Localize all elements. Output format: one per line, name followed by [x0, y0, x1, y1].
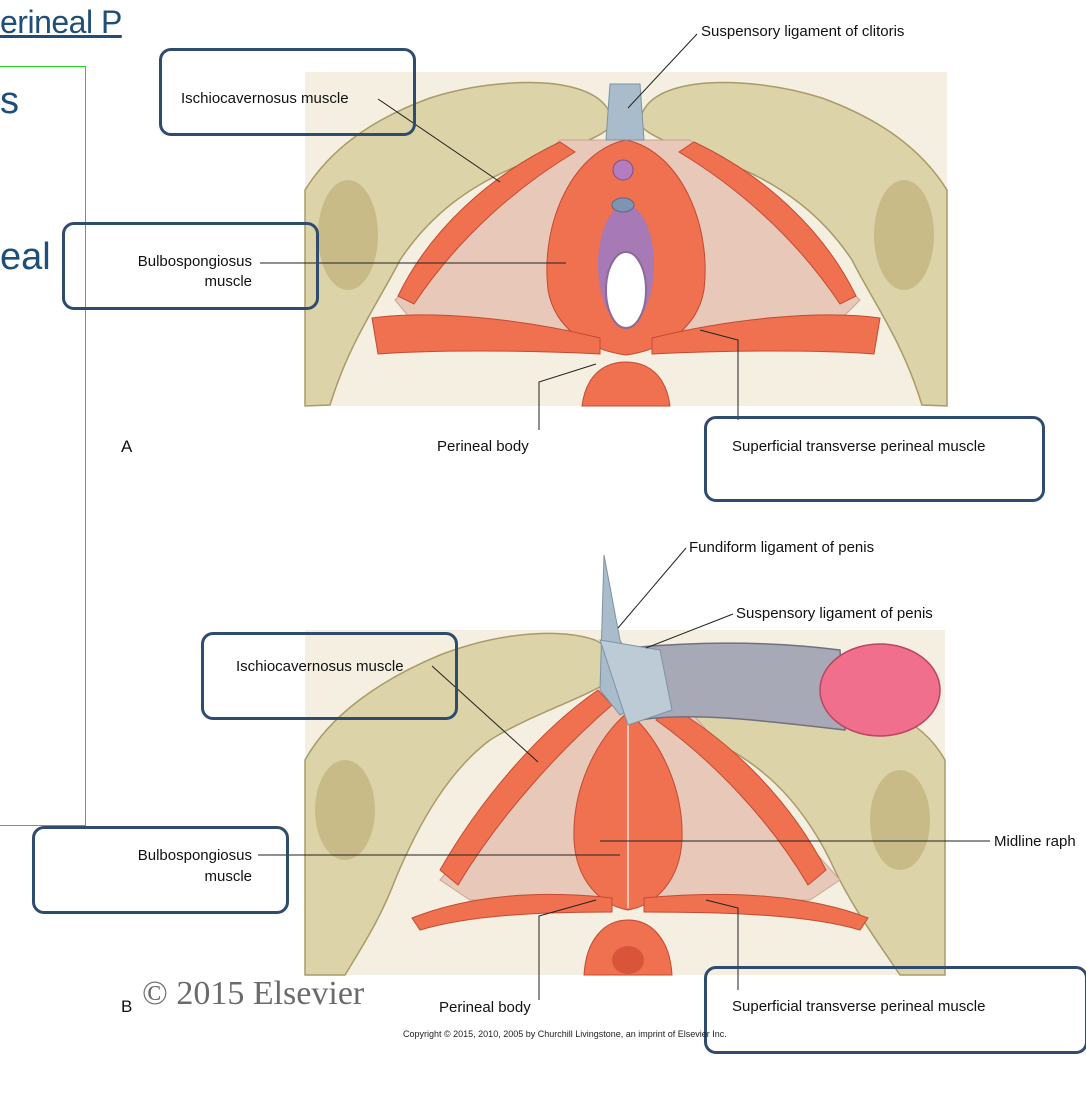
label-superficial-transverse-a: Superficial transverse perineal muscle: [732, 438, 986, 455]
figure-b-letter: B: [121, 997, 133, 1016]
label-suspensory-ligament-clitoris: Suspensory ligament of clitoris: [701, 23, 905, 40]
figure-b-right-foramen: [870, 770, 930, 870]
figure-b-left-superficial-transverse: [411, 893, 613, 931]
callout-superficial-transverse-a: [704, 416, 1045, 502]
figure-a-left-foramen: [318, 180, 378, 290]
figure-b-leader-lines: [258, 547, 990, 1000]
slide-text-fragment: eal: [0, 236, 51, 278]
callout-bulbospongiosus-a: [62, 222, 319, 310]
label-ischiocavernosus-a: Ischiocavernosus muscle: [181, 90, 349, 107]
label-ischiocavernosus-b: Ischiocavernosus muscle: [236, 658, 404, 675]
figure-a-left-pubic-bone: [304, 81, 613, 407]
slide-text-frame: [0, 66, 86, 826]
label-midline-raphe: Midline raph: [994, 833, 1076, 850]
callout-ischiocavernosus-a: [159, 48, 416, 136]
figure-b-anal-orifice: [612, 946, 644, 974]
figure-b-right-ischiocavernosus: [655, 704, 827, 886]
label-perineal-body-a: Perineal body: [437, 438, 529, 455]
figure-a-suspensory-ligament: [605, 83, 645, 141]
figure-a-right-foramen: [874, 180, 934, 290]
figure-a-right-superficial-transverse: [651, 314, 881, 355]
label-perineal-body-b: Perineal body: [439, 999, 531, 1016]
figure-a-anal-sphincter: [581, 361, 671, 407]
label-bulbospongiosus-b-line1: Bulbospongiosus: [137, 847, 252, 864]
figure-a-vaginal-orifice: [605, 251, 647, 329]
figure-a-right-ischiocavernosus: [678, 141, 857, 305]
figure-b-right-superficial-transverse: [643, 893, 869, 931]
elsevier-watermark: © 2015 Elsevier: [142, 975, 365, 1012]
label-fundiform-ligament-penis: Fundiform ligament of penis: [689, 539, 875, 556]
figure-a-left-superficial-transverse: [371, 314, 601, 355]
slide-title-link[interactable]: erineal P: [0, 4, 122, 40]
figure-b-glans: [819, 643, 941, 737]
slide-text-fragment: s: [0, 80, 19, 122]
figure-a-urethral-orifice: [611, 197, 635, 213]
label-superficial-transverse-b: Superficial transverse perineal muscle: [732, 998, 986, 1015]
callout-bulbospongiosus-b: [32, 826, 289, 914]
label-bulbospongiosus-a-line2: muscle: [204, 273, 252, 290]
label-suspensory-ligament-penis: Suspensory ligament of penis: [736, 605, 933, 622]
figure-a-leader-lines: [260, 33, 739, 430]
figure-b-artwork: [304, 554, 946, 976]
callout-superficial-transverse-b: [704, 966, 1086, 1054]
copyright-notice: Copyright © 2015, 2010, 2005 by Churchil…: [403, 1029, 727, 1039]
label-bulbospongiosus-b-line2: muscle: [204, 868, 252, 885]
label-bulbospongiosus-a-line1: Bulbospongiosus: [137, 253, 252, 270]
figure-a-right-pubic-bone: [639, 81, 948, 407]
figure-a-clitoris: [612, 159, 634, 181]
callout-ischiocavernosus-b: [201, 632, 458, 720]
figure-a-letter: A: [121, 437, 133, 456]
figure-b-left-foramen: [315, 760, 375, 860]
figure-b-suspensory-ligament: [599, 639, 673, 726]
